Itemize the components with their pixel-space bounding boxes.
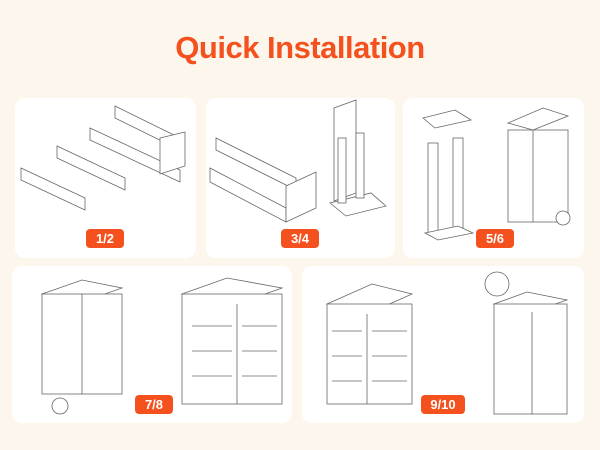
step-badge: 3/4 [281,229,319,248]
step-panel-1-2: 1/2 [15,98,196,258]
assembly-illustration-5-6 [422,107,571,241]
assembly-illustration-7-8 [40,277,284,415]
step-badge: 7/8 [135,395,173,414]
step-badge: 9/10 [421,395,465,414]
step-panel-3-4: 3/4 [206,98,395,258]
assembly-illustration-1-2 [20,105,186,211]
step-panel-7-8: 7/8 [12,266,292,423]
page-title: Quick Installation [175,30,425,65]
step-badge: 5/6 [476,229,514,248]
step-panel-9-10: 9/10 [302,266,584,423]
assembly-illustration-9-10 [325,271,569,415]
assembly-illustration-3-4 [209,99,387,223]
step-panel-5-6: 5/6 [403,98,584,258]
step-badge: 1/2 [86,229,124,248]
